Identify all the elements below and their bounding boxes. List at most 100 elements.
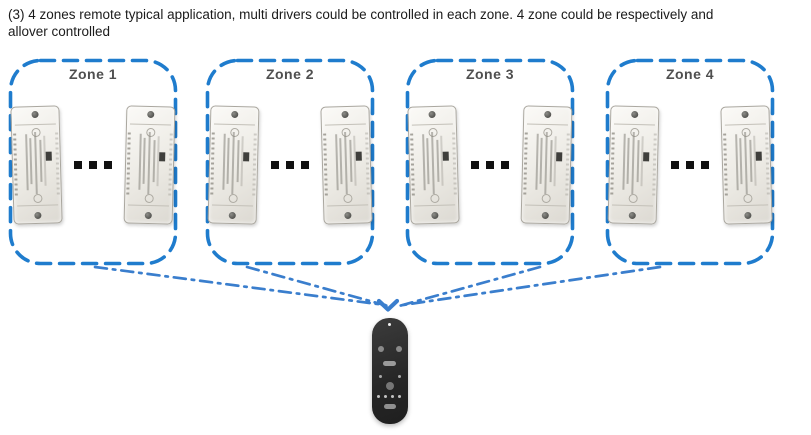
- terminal-ticks: [323, 133, 328, 198]
- label-text-line: [436, 139, 440, 182]
- certification-mark: [243, 152, 250, 162]
- terminal-ticks: [126, 132, 131, 197]
- zone-border: [405, 58, 575, 266]
- label-text-line: [222, 133, 226, 190]
- label-text-line: [626, 137, 630, 184]
- label-text-line: [231, 131, 235, 195]
- round-button-right-icon: [396, 346, 402, 352]
- enclosure-seam: [724, 123, 766, 126]
- logo-mark-icon: [429, 193, 440, 204]
- led-driver: [123, 105, 176, 225]
- enclosure-seam: [212, 204, 254, 207]
- screw-icon: [628, 211, 636, 220]
- label-text-line: [353, 135, 357, 186]
- label-text-line: [431, 131, 435, 195]
- screw-icon: [31, 110, 39, 119]
- zone-label: Zone 1: [68, 66, 118, 82]
- label-text-line: [549, 140, 553, 183]
- pill-button-lower-icon: [384, 404, 396, 409]
- label-text-line: [142, 137, 146, 184]
- enclosure-seam: [17, 204, 59, 207]
- zone-2: Zone 2: [205, 58, 375, 266]
- label-text-line: [636, 140, 640, 183]
- zone-3: Zone 3: [405, 58, 575, 266]
- zone-devices: [605, 105, 775, 225]
- terminal-ticks: [252, 133, 257, 198]
- label-text-line: [335, 134, 339, 191]
- label-text-line: [25, 134, 29, 191]
- label-text-line: [539, 137, 543, 184]
- label-text-line: [735, 134, 739, 191]
- ellipsis-dots: [471, 161, 509, 169]
- logo-mark-icon: [628, 193, 638, 204]
- logo-mark-icon: [742, 193, 753, 204]
- terminal-ticks: [765, 132, 770, 197]
- caption: (3) 4 zones remote typical application, …: [8, 6, 808, 40]
- certification-mark: [159, 152, 166, 162]
- terminal-ticks: [365, 132, 370, 197]
- certification-mark: [556, 152, 563, 162]
- enclosure-seam: [525, 204, 567, 207]
- label-text-line: [753, 135, 757, 186]
- ellipsis-dots: [671, 161, 709, 169]
- enclosure-seam: [324, 123, 366, 126]
- screw-icon: [144, 211, 152, 220]
- screw-icon: [631, 110, 639, 119]
- led-driver: [520, 105, 573, 225]
- certification-mark: [442, 151, 449, 161]
- dot-right-icon: [398, 375, 401, 378]
- convergence-chevron: [376, 298, 400, 312]
- screw-icon: [544, 110, 552, 119]
- terminal-ticks: [55, 132, 60, 197]
- caption-line-1: (3) 4 zones remote typical application, …: [8, 7, 714, 22]
- label-text-line: [152, 140, 156, 183]
- label-text-line: [147, 131, 151, 195]
- label-text-line: [544, 131, 548, 195]
- zone-devices: [205, 105, 375, 225]
- label-text-line: [344, 131, 348, 195]
- label-text-line: [43, 135, 47, 186]
- enclosure-seam: [414, 204, 456, 207]
- pill-button-upper-icon: [383, 361, 396, 366]
- remote-control: [372, 318, 408, 424]
- zone-border: [605, 58, 775, 266]
- screw-icon: [228, 211, 236, 220]
- terminal-ticks: [13, 133, 18, 198]
- terminal-ticks: [652, 133, 657, 198]
- zone-label: Zone 4: [665, 66, 715, 82]
- certification-mark: [643, 152, 650, 162]
- enclosure-seam: [128, 204, 170, 207]
- zone-devices: [405, 105, 575, 225]
- round-button-left-icon: [378, 346, 384, 352]
- certification-mark: [45, 151, 52, 161]
- enclosure-seam: [327, 204, 369, 207]
- terminal-ticks: [523, 132, 528, 197]
- screw-icon: [741, 110, 749, 119]
- power-dot-icon: [388, 323, 391, 326]
- label-text-line: [339, 138, 343, 185]
- led-driver: [10, 105, 63, 225]
- label-text-line: [440, 135, 444, 186]
- zone-label: Zone 3: [465, 66, 515, 82]
- dot-left-icon: [379, 375, 382, 378]
- zone-label: Zone 2: [265, 66, 315, 82]
- label-text-line: [744, 131, 748, 195]
- zone-3-connector: [397, 265, 542, 308]
- label-text-line: [349, 139, 353, 182]
- label-text-line: [622, 133, 626, 190]
- ellipsis-dots: [271, 161, 309, 169]
- terminal-ticks: [565, 133, 570, 198]
- screw-icon: [428, 110, 436, 119]
- zone-1: Zone 1: [8, 58, 178, 266]
- screw-icon: [341, 110, 349, 119]
- zone-border: [8, 58, 178, 266]
- screw-icon: [147, 110, 155, 119]
- ellipsis-dots: [74, 161, 112, 169]
- screw-icon: [34, 211, 42, 220]
- led-driver: [720, 105, 773, 225]
- enclosure-seam: [411, 123, 453, 126]
- enclosure-seam: [526, 123, 568, 126]
- label-text-line: [631, 131, 635, 195]
- enclosure-seam: [612, 204, 654, 207]
